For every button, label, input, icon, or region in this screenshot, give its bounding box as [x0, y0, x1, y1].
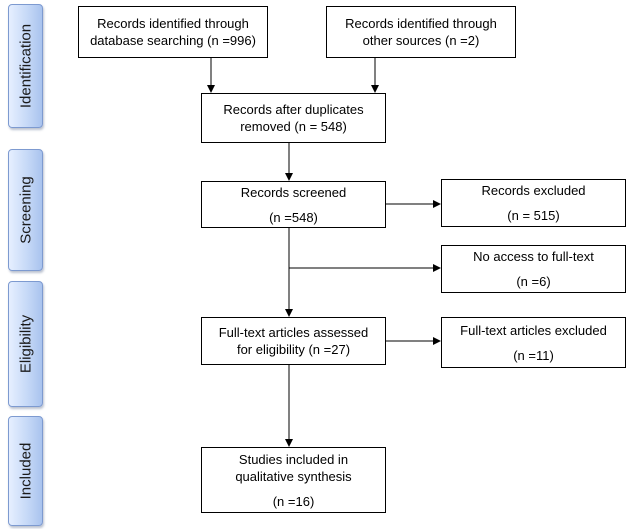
phase-eligibility: Eligibility — [8, 281, 43, 407]
box-other-sources: Records identified through other sources… — [326, 6, 516, 58]
box-database-records: Records identified through database sear… — [78, 6, 268, 58]
box-records-excluded: Records excluded (n = 515) — [441, 179, 626, 227]
fulltext-excluded-line1: Full-text articles excluded — [460, 322, 607, 338]
fulltext-excluded-line2: (n =11) — [513, 347, 554, 363]
box-studies-included: Studies included in qualitative synthesi… — [201, 447, 386, 513]
box-after-duplicates: Records after duplicates removed (n = 54… — [201, 93, 386, 143]
phase-identification: Identification — [8, 4, 43, 128]
after-duplicates-line1: Records after duplicates — [223, 102, 364, 117]
box-fulltext-assessed: Full-text articles assessed for eligibil… — [201, 317, 386, 365]
included-line3: (n =16) — [272, 493, 315, 509]
other-sources-line2: other sources (n =2) — [362, 33, 480, 48]
no-access-line1: No access to full-text — [473, 249, 594, 264]
other-sources-line1: Records identified through — [345, 16, 497, 31]
box-fulltext-excluded: Full-text articles excluded (n =11) — [441, 317, 626, 368]
screened-line2: (n =548) — [269, 209, 318, 225]
excluded-line1: Records excluded — [481, 183, 586, 198]
phase-included: Included — [8, 416, 43, 526]
phase-screening: Screening — [8, 149, 43, 271]
included-line1: Studies included in — [238, 451, 349, 467]
screened-line1: Records screened — [240, 184, 347, 200]
excluded-line2: (n = 515) — [507, 208, 560, 223]
fulltext-assessed-line1: Full-text articles assessed — [218, 325, 369, 340]
no-access-line2: (n =6) — [516, 274, 551, 289]
included-line2: qualitative synthesis — [235, 468, 352, 484]
box-records-screened: Records screened (n =548) — [201, 181, 386, 228]
box-no-access: No access to full-text (n =6) — [441, 245, 626, 293]
database-records-line1: Records identified through — [97, 16, 249, 31]
after-duplicates-line2: removed (n = 548) — [240, 119, 347, 134]
database-records-line2: database searching (n =996) — [90, 33, 256, 48]
fulltext-assessed-line2: for eligibility (n =27) — [236, 342, 351, 357]
